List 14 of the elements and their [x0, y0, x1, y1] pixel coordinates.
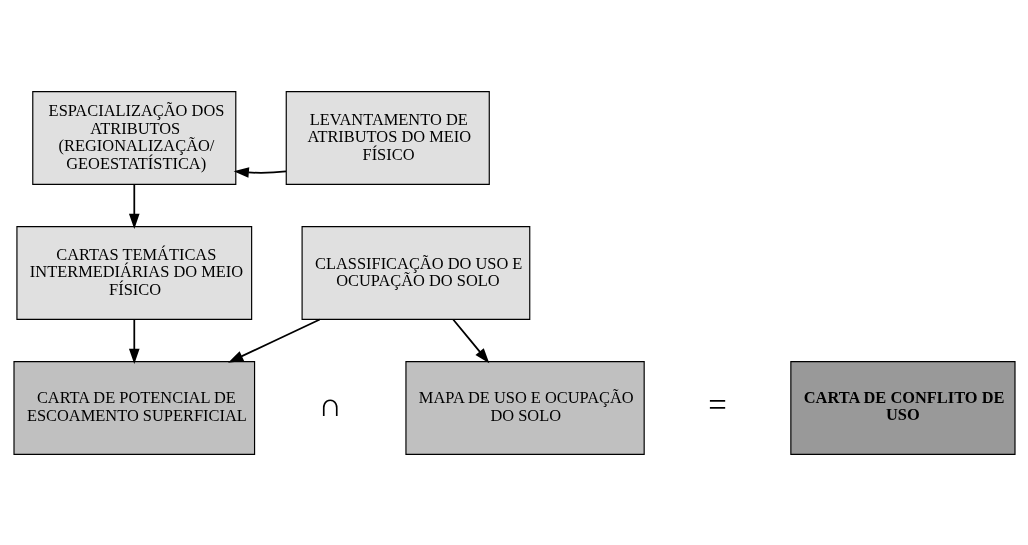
- label: =: [707, 386, 727, 423]
- node-box: LEVANTAMENTO DE ATRIBUTOS DO MEIO FÍSICO: [285, 90, 490, 185]
- arrow: [128, 183, 140, 229]
- node-box: CARTAS TEMÁTICAS INTERMEDIÁRIAS DO MEIO FÍSICO: [15, 225, 252, 320]
- arrow: [451, 318, 489, 363]
- arrow: [128, 318, 140, 364]
- node-box: CLASSIFICAÇÃO DO USO E OCUPAÇÃO DO SOLO: [301, 225, 530, 320]
- node-box: CARTA DE CONFLITO DE USO: [789, 360, 1016, 455]
- arrow: [227, 318, 321, 363]
- label: ∩: [317, 386, 342, 423]
- node-box: CARTA DE POTENCIAL DE ESCOAMENTO SUPERFICIAL: [12, 360, 255, 455]
- node-box: MAPA DE USO E OCUPAÇÃO DO SOLO: [404, 360, 645, 455]
- node-box: ESPACIALIZAÇÃO DOS ATRIBUTOS (REGIONALIZAÇÃO/ GEOESTATÍSTICA): [31, 90, 236, 185]
- arrow: [233, 166, 287, 178]
